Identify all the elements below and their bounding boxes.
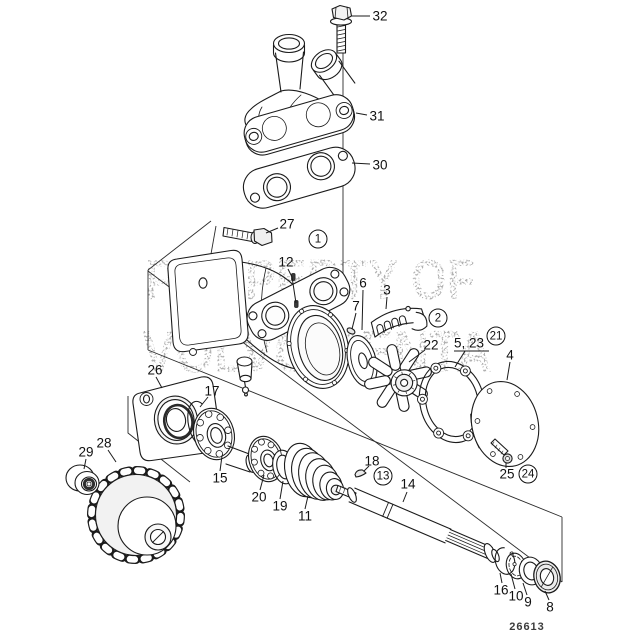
- callout-10: 10: [508, 588, 524, 604]
- part-key-18: [354, 469, 367, 478]
- callout-20: 20: [251, 489, 267, 505]
- part-screw-25: [490, 438, 513, 464]
- callout-27: 27: [279, 216, 295, 232]
- callout-5-23: 5, 23: [453, 335, 485, 351]
- callout-12: 12: [278, 254, 294, 270]
- callout-9: 9: [524, 594, 532, 610]
- callout-7: 7: [352, 298, 360, 314]
- callout-circle-2: 2: [428, 308, 448, 328]
- callout-28: 28: [96, 435, 112, 451]
- callout-circle-24: 24: [518, 464, 538, 484]
- leader-lines: [83, 15, 550, 601]
- callout-15: 15: [212, 470, 228, 486]
- callout-29: 29: [78, 444, 94, 460]
- callout-6: 6: [359, 275, 367, 291]
- callout-18: 18: [364, 453, 380, 469]
- callout-4: 4: [506, 347, 514, 363]
- callout-32: 32: [372, 8, 388, 24]
- part-gear-28: [87, 466, 185, 564]
- drain-cock: [236, 356, 253, 397]
- part-seal-assembly-11: [283, 442, 345, 501]
- part-elbow-31: [243, 33, 356, 156]
- part-bolt-32: [329, 4, 353, 54]
- callout-16: 16: [493, 582, 509, 598]
- callout-3: 3: [383, 282, 391, 298]
- part-cover-4: [470, 380, 540, 468]
- callout-25: 25: [499, 466, 515, 482]
- callout-8: 8: [546, 599, 554, 615]
- part-seal-8: [533, 560, 561, 594]
- part-gasket-30: [242, 146, 356, 209]
- callout-19: 19: [272, 498, 288, 514]
- callout-14: 14: [400, 476, 416, 492]
- callout-circle-13: 13: [373, 466, 393, 486]
- callout-31: 31: [369, 108, 385, 124]
- part-bushing-29: [65, 464, 100, 496]
- callout-circle-21: 21: [486, 326, 506, 346]
- callout-circle-1: 1: [308, 229, 328, 249]
- callout-26: 26: [147, 362, 163, 378]
- part-pump-housing: [167, 249, 351, 397]
- callout-11: 11: [297, 508, 313, 524]
- callout-22: 22: [423, 337, 439, 353]
- callout-17: 17: [204, 383, 220, 399]
- diagram-number: 26613: [509, 621, 545, 633]
- part-bolt-27: [222, 226, 273, 247]
- part-cam-3: [370, 305, 428, 338]
- part-shaft-14: [335, 484, 500, 563]
- part-bearing-15: [192, 407, 236, 461]
- callout-30: 30: [372, 157, 388, 173]
